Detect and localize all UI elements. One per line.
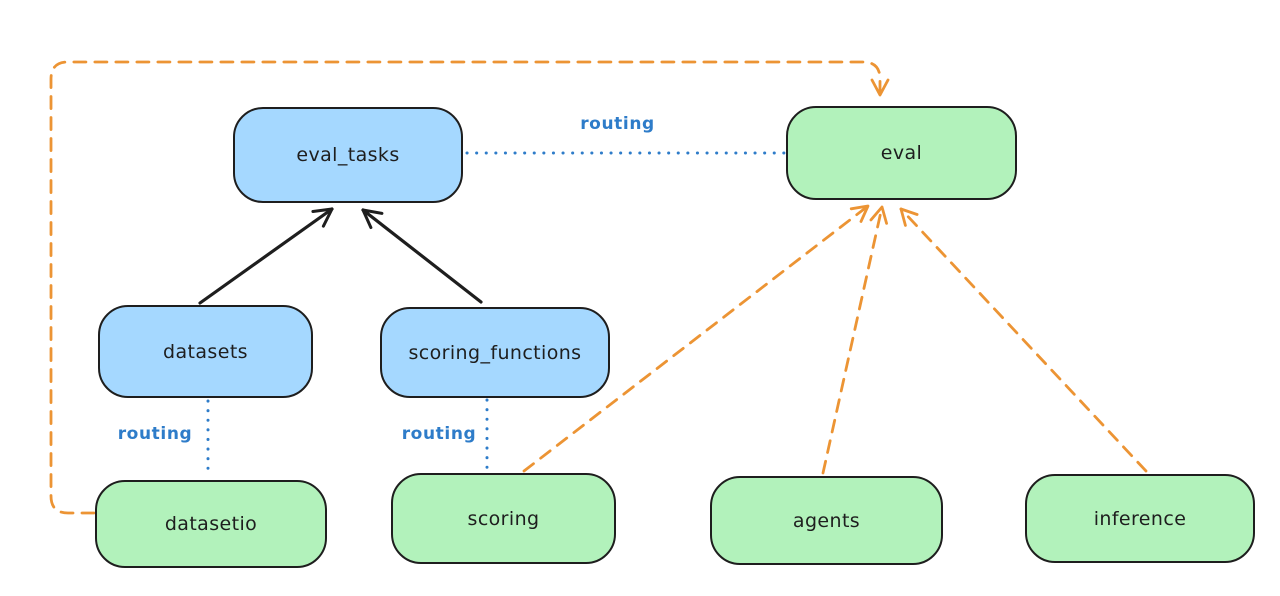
edge-label-routing-datasets-datasetio: routing: [117, 424, 193, 444]
edge-scoring-functions-eval-tasks: [361, 208, 483, 304]
edge-label-routing-scoring-functions-scoring: routing: [401, 424, 477, 444]
node-scoring-functions-label: scoring_functions: [408, 341, 582, 364]
edge-label-routing-eval-tasks-eval: routing: [580, 114, 655, 134]
edge-scoring-eval: [522, 204, 870, 473]
node-scoring: scoring: [391, 473, 616, 564]
edge-agents-eval: [821, 205, 888, 475]
node-scoring-functions: scoring_functions: [380, 307, 610, 398]
node-agents-label: agents: [792, 509, 861, 532]
node-inference-label: inference: [1093, 507, 1187, 530]
edge-inference-eval: [899, 207, 1148, 473]
node-eval-tasks: eval_tasks: [233, 107, 463, 203]
node-scoring-label: scoring: [467, 507, 540, 530]
node-inference: inference: [1025, 474, 1255, 563]
edge-datasetio-eval: [49, 60, 890, 515]
node-datasetio-label: datasetio: [164, 513, 258, 535]
node-datasets: datasets: [98, 305, 313, 398]
node-eval-tasks-label: eval_tasks: [296, 144, 400, 166]
node-datasets-label: datasets: [163, 340, 248, 363]
edge-datasets-eval-tasks: [198, 207, 334, 305]
node-datasetio: datasetio: [95, 480, 327, 568]
node-eval: eval: [786, 106, 1017, 200]
node-eval-label: eval: [880, 142, 923, 164]
node-agents: agents: [710, 476, 943, 565]
